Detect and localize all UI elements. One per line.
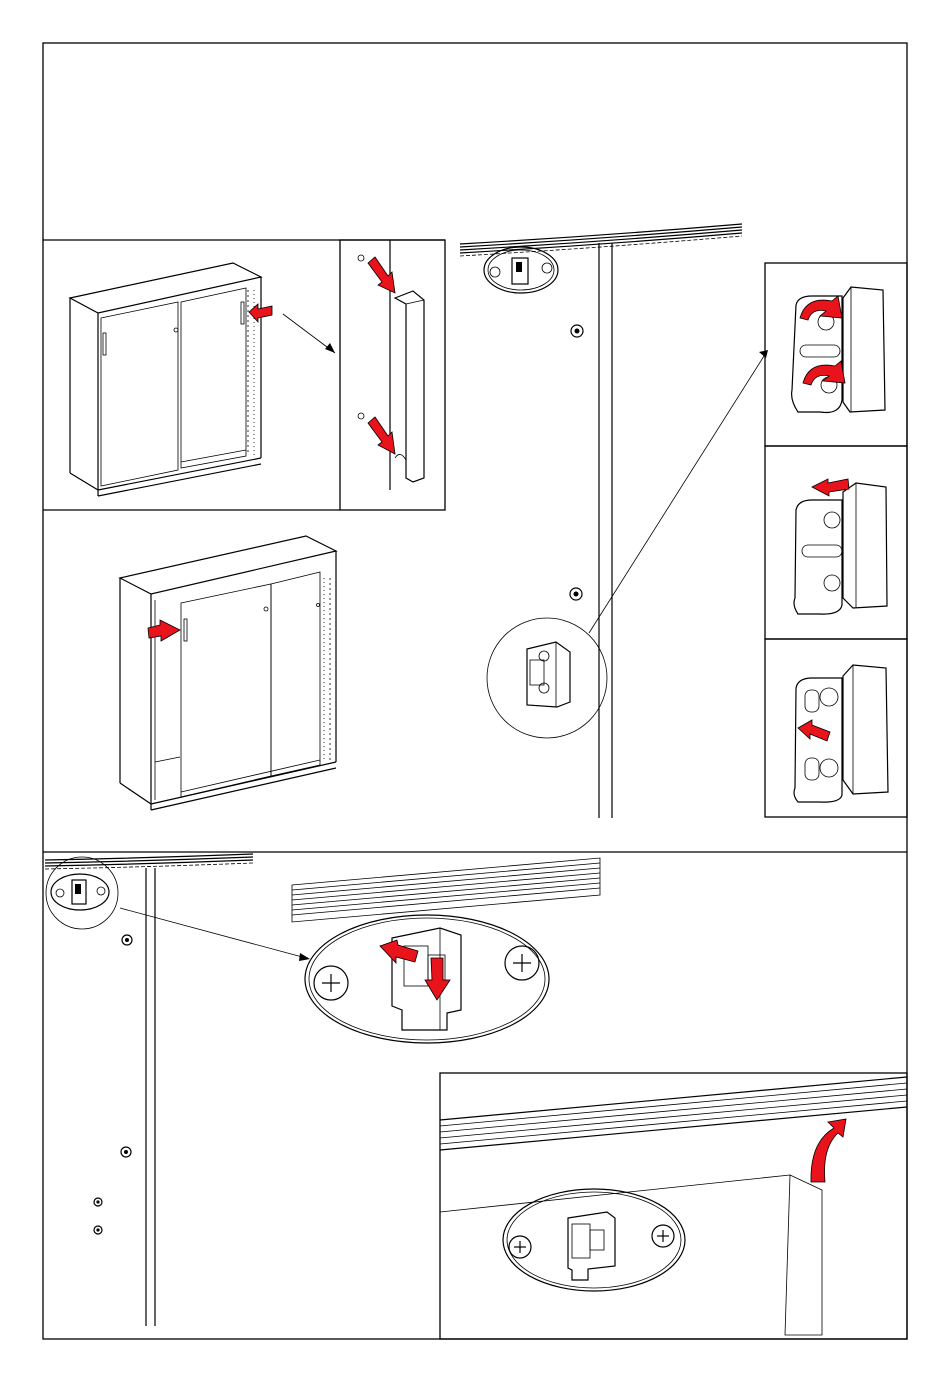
stop-adjust-step-3-panel (765, 639, 907, 817)
door-stop-detail-callout (487, 618, 607, 738)
guide-clip-icon (305, 915, 549, 1043)
screw-icon (652, 1225, 674, 1247)
cabinet-front-illustration (70, 263, 261, 496)
screw-icon (571, 325, 583, 337)
red-arrow-icon (425, 958, 450, 1000)
handle-detail-panel (340, 240, 445, 510)
guide-clip-icon (51, 874, 109, 910)
page-frame (43, 43, 907, 1339)
screw-icon (505, 946, 539, 980)
leader-arrowhead-icon (299, 953, 310, 961)
rotate-arrow-icon (800, 296, 842, 320)
cabinet-rear-illustration (120, 536, 336, 810)
leader-line (120, 908, 306, 958)
rotate-arrow-icon (803, 361, 845, 385)
side-panel-edge (440, 1175, 822, 1335)
screw-icon (509, 1236, 531, 1258)
leader-line (589, 356, 764, 633)
curved-arrow-icon (811, 1119, 846, 1182)
top-rail-texture (45, 854, 253, 869)
screw-icon (121, 1147, 131, 1157)
top-guide-side-panel (460, 224, 768, 818)
stop-adjust-step-2-panel (765, 446, 907, 639)
guide-clip-icon (484, 247, 558, 293)
rail-clip-side-panel (45, 854, 310, 1326)
red-arrow-icon (380, 940, 418, 963)
red-arrow-icon (148, 620, 180, 641)
screw-icon (94, 1198, 102, 1206)
red-arrow-icon (368, 417, 395, 454)
door-stop-illustration (794, 483, 887, 614)
rail-lift-detail-panel (440, 1073, 907, 1339)
stop-adjust-step-1-panel (765, 263, 907, 446)
leader-arrowhead-icon (325, 343, 335, 353)
top-rail-extrusion (440, 1077, 907, 1150)
red-arrow-icon (368, 257, 395, 293)
screw-icon (94, 1226, 102, 1234)
rail-clip-release-detail-panel (292, 858, 600, 1043)
detail-callout-circle (46, 857, 118, 929)
screw-icon (314, 966, 348, 1000)
handle-bar-illustration (395, 291, 424, 482)
red-arrow-icon (798, 720, 830, 741)
guide-clip-icon (503, 1189, 685, 1291)
handle-mount-rear-door-panel (120, 536, 336, 810)
screw-icon (570, 588, 582, 600)
handle-mount-front-door-panel (70, 263, 335, 496)
top-rail-extrusion (292, 858, 600, 922)
screw-icon (122, 935, 132, 945)
top-rail-texture (460, 224, 742, 256)
